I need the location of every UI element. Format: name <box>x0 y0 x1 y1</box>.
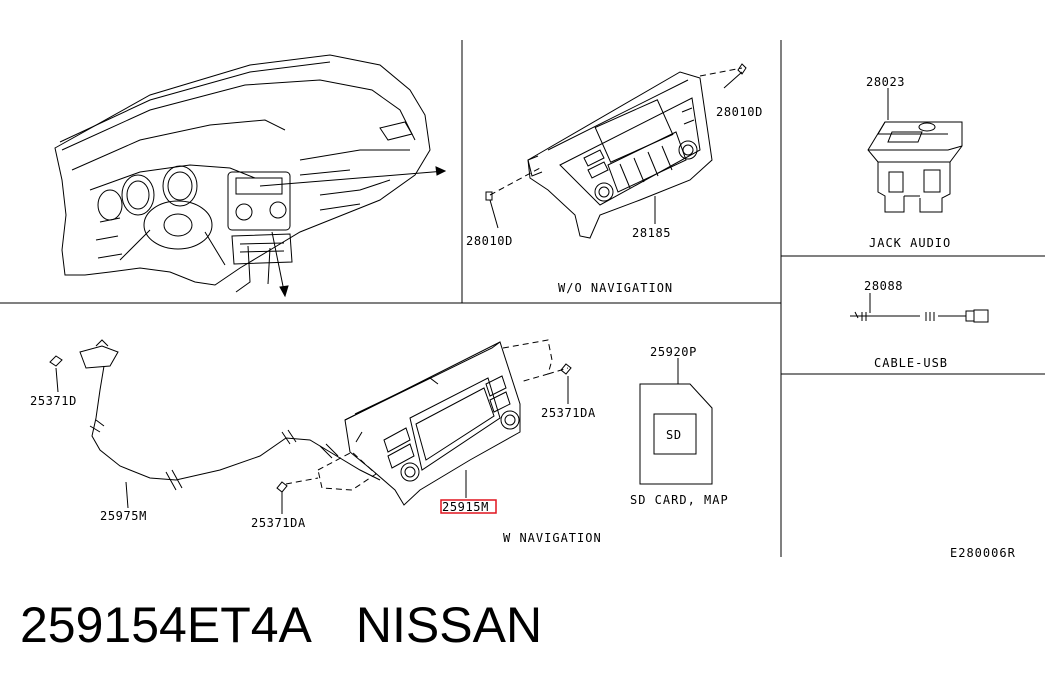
part-label-28088: 28088 <box>864 279 903 293</box>
jack-audio-illustration <box>867 88 963 213</box>
part-label-25371da-right: 25371DA <box>541 406 596 420</box>
w-navigation-unit-illustration <box>49 339 572 514</box>
highlighted-part-box <box>440 499 497 514</box>
caption-wo-navigation: W/O NAVIGATION <box>558 281 673 295</box>
part-label-28010d-right: 28010D <box>716 105 763 119</box>
diagram-code: E280006R <box>950 546 1016 560</box>
part-label-25371d: 25371D <box>30 394 77 408</box>
caption-sd-card-map: SD CARD, MAP <box>630 493 729 507</box>
usb-cable-illustration <box>850 293 989 323</box>
caption-cable-usb: CABLE-USB <box>874 356 948 370</box>
caption-w-navigation: W NAVIGATION <box>503 531 602 545</box>
footer-brand: NISSAN <box>355 597 543 653</box>
part-label-28185: 28185 <box>632 226 671 240</box>
dashboard-illustration <box>54 54 447 298</box>
footer-part-number: 259154ET4A <box>20 597 312 653</box>
caption-jack-audio: JACK AUDIO <box>869 236 951 250</box>
part-label-25371da-left: 25371DA <box>251 516 306 530</box>
panel-dividers <box>0 40 1045 557</box>
wo-navigation-unit-illustration <box>485 63 747 239</box>
part-label-25975m: 25975M <box>100 509 147 523</box>
part-label-28023: 28023 <box>866 75 905 89</box>
footer-title: 259154ET4A NISSAN <box>20 596 542 654</box>
part-label-28010d-left: 28010D <box>466 234 513 248</box>
part-label-25915m: 25915M <box>442 500 489 514</box>
part-label-25920p: 25920P <box>650 345 697 359</box>
sd-card-label: SD <box>666 428 682 442</box>
sd-card-illustration <box>639 358 713 485</box>
